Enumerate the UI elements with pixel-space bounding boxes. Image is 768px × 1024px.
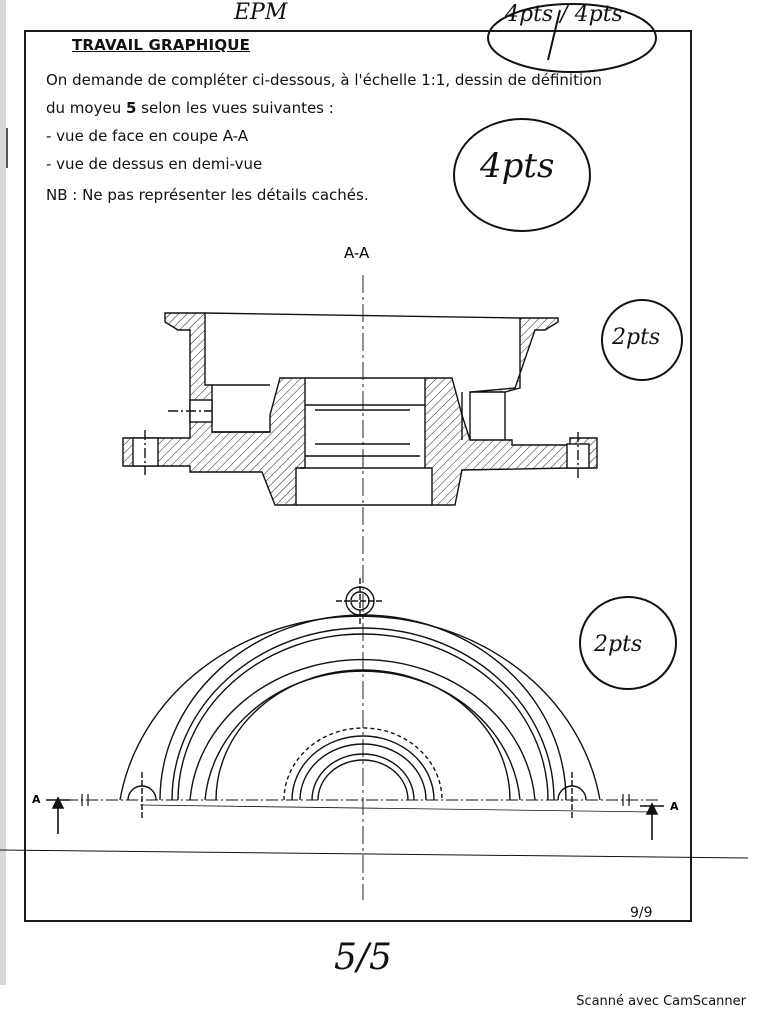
drawing-stroke (51, 796, 65, 809)
flange-arc-2 (171, 627, 555, 801)
page-title: TRAVAIL GRAPHIQUE (72, 36, 251, 54)
scanner-footer: Scanné avec CamScanner (576, 994, 746, 1009)
instruction-line-4: - vue de dessus en demi-vue (46, 155, 263, 173)
drawing-stroke (645, 802, 659, 815)
drawing-stroke (139, 804, 656, 813)
score-oval-section (601, 299, 683, 381)
score-oval-big (453, 118, 591, 232)
half-top-view (119, 578, 601, 820)
drawing-stroke (204, 312, 521, 319)
handwritten-score-section: 2pts (612, 325, 661, 350)
instruction-line-2: du moyeu 5 selon les vues suivantes : (46, 98, 334, 118)
scan-edge-shadow (0, 0, 6, 985)
bolt-hole-right-half (557, 785, 587, 801)
handwritten-epm: EPM (234, 0, 288, 25)
handwritten-slash (547, 9, 561, 61)
instruction-line-5: NB : Ne pas représenter les détails cach… (46, 186, 369, 204)
section-arrow-left (46, 796, 70, 834)
page-frame (24, 30, 692, 922)
hatched-area-right-wall (424, 317, 598, 506)
hub-arc-3 (311, 753, 415, 801)
hub-arc-2 (299, 743, 427, 801)
instruction-line-3: - vue de face en coupe A-A (46, 127, 249, 145)
flange-arc-4 (189, 658, 536, 801)
flange-arc-6 (215, 669, 511, 801)
section-arrow-right-label: A (670, 800, 679, 813)
instruction-text: du moyeu (46, 99, 126, 117)
outer-rim-arc (119, 615, 601, 801)
hub-arc-4 (317, 759, 409, 801)
page-number: 9/9 (630, 905, 653, 921)
section-label: A-A (344, 244, 370, 262)
part-number: 5 (125, 99, 137, 117)
fold-line (0, 849, 749, 859)
bolt-hole-left-half (127, 785, 157, 801)
hub-arc-dashed (283, 727, 443, 801)
handwritten-score-top-view: 2pts (594, 632, 643, 657)
hatched-area-left-wall (122, 312, 306, 506)
flange-arc-5 (204, 670, 521, 801)
handwritten-score-graphic-work: 4pts (480, 146, 555, 186)
instruction-text: selon les vues suivantes : (136, 99, 334, 117)
instruction-line-1: On demande de compléter ci-dessous, à l'… (46, 71, 602, 89)
flange-arc-3 (177, 633, 549, 801)
score-oval-top (487, 3, 657, 73)
handwritten-final-score: 5/5 (334, 937, 392, 978)
section-view (122, 312, 598, 506)
hub-arc-1 (291, 735, 435, 801)
score-oval-view (579, 596, 677, 690)
scan-edge-mark (6, 128, 8, 168)
section-arrow-left-label: A (32, 793, 41, 806)
section-arrow-right (640, 802, 664, 840)
